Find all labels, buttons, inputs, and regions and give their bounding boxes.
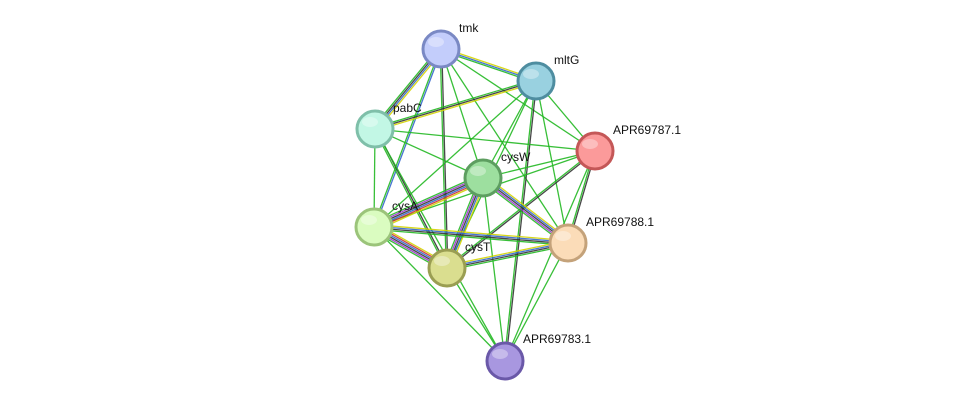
edge-evidence-line bbox=[374, 128, 506, 362]
node-circle[interactable] bbox=[355, 109, 395, 149]
node-circle[interactable] bbox=[354, 207, 394, 247]
node-gloss bbox=[555, 231, 571, 241]
node-gloss bbox=[428, 37, 444, 47]
node-label: cysT bbox=[465, 240, 491, 254]
edge-evidence-line bbox=[374, 80, 537, 130]
edge-evidence-line bbox=[504, 150, 596, 362]
node-circle[interactable] bbox=[463, 158, 503, 198]
edge-evidence-line bbox=[374, 128, 596, 152]
edge-apr69788-1-apr69783-1[interactable] bbox=[504, 242, 569, 362]
node-gloss bbox=[470, 166, 486, 176]
edge-evidence-line bbox=[440, 48, 484, 179]
node-label: cysW bbox=[501, 150, 531, 164]
node-gloss bbox=[523, 69, 539, 79]
edge-tmk-cysa[interactable] bbox=[372, 48, 443, 228]
node-circle[interactable] bbox=[427, 248, 467, 288]
node-apr69783-1[interactable]: APR69783.1 bbox=[485, 332, 591, 381]
edge-pabc-apr69787-1[interactable] bbox=[374, 128, 596, 152]
node-label: mltG bbox=[554, 53, 579, 67]
node-apr69787-1[interactable]: APR69787.1 bbox=[575, 123, 681, 171]
edge-cysw-cysa[interactable] bbox=[372, 173, 485, 232]
edge-mltg-pabc[interactable] bbox=[374, 78, 537, 132]
node-mltg[interactable]: mltG bbox=[516, 53, 579, 101]
edge-evidence-line bbox=[375, 181, 485, 232]
edge-cysw-apr69783-1[interactable] bbox=[482, 177, 506, 362]
edge-evidence-line bbox=[441, 48, 449, 268]
node-label: cysA bbox=[392, 199, 418, 213]
edge-evidence-line bbox=[504, 242, 569, 362]
edge-evidence-line bbox=[373, 80, 537, 228]
edge-evidence-line bbox=[374, 225, 569, 243]
edge-evidence-line bbox=[374, 179, 485, 230]
edge-tmk-cysw[interactable] bbox=[440, 48, 484, 179]
edge-evidence-line bbox=[447, 244, 569, 271]
node-apr69788-1[interactable]: APR69788.1 bbox=[548, 215, 654, 263]
edge-evidence-line bbox=[373, 129, 447, 269]
node-gloss bbox=[434, 256, 450, 266]
edge-evidence-line bbox=[374, 78, 536, 129]
node-cyst[interactable]: cysT bbox=[427, 240, 491, 288]
nodes-layer: tmk mltG pabC APR69787.1 cysW cysA APR69788.1 c… bbox=[354, 21, 681, 381]
edge-cysa-apr69783-1[interactable] bbox=[373, 226, 506, 362]
edge-evidence-line bbox=[374, 223, 569, 242]
edge-evidence-line bbox=[446, 241, 568, 268]
node-tmk[interactable]: tmk bbox=[421, 21, 479, 69]
node-gloss bbox=[362, 117, 378, 127]
node-pabc[interactable]: pabC bbox=[355, 101, 422, 149]
edge-evidence-line bbox=[374, 128, 484, 179]
edge-cysa-apr69788-1[interactable] bbox=[373, 223, 569, 247]
edge-evidence-line bbox=[482, 177, 506, 362]
edge-evidence-line bbox=[373, 228, 568, 247]
edge-mltg-cysa[interactable] bbox=[373, 80, 537, 228]
node-gloss bbox=[361, 215, 377, 225]
node-cysa[interactable]: cysA bbox=[354, 199, 418, 247]
node-label: APR69788.1 bbox=[586, 215, 654, 229]
node-circle[interactable] bbox=[575, 131, 615, 171]
edge-cyst-apr69788-1[interactable] bbox=[446, 240, 569, 271]
edge-evidence-line bbox=[503, 80, 536, 361]
node-cysw[interactable]: cysW bbox=[463, 150, 531, 198]
edge-evidence-line bbox=[374, 178, 484, 229]
edge-evidence-line bbox=[373, 227, 568, 245]
edge-tmk-apr69787-1[interactable] bbox=[440, 48, 596, 152]
node-circle[interactable] bbox=[485, 341, 525, 381]
node-label: APR69787.1 bbox=[613, 123, 681, 137]
edge-evidence-line bbox=[373, 176, 483, 227]
edge-apr69787-1-apr69783-1[interactable] bbox=[504, 150, 596, 362]
edge-mltg-apr69783-1[interactable] bbox=[503, 80, 538, 362]
edge-evidence-line bbox=[372, 173, 482, 224]
node-label: tmk bbox=[459, 21, 479, 35]
edge-pabc-cysw[interactable] bbox=[374, 128, 484, 179]
node-circle[interactable] bbox=[421, 29, 461, 69]
node-gloss bbox=[492, 349, 508, 359]
edge-evidence-line bbox=[372, 175, 483, 226]
edge-evidence-line bbox=[374, 49, 443, 228]
edge-evidence-line bbox=[372, 48, 441, 227]
node-circle[interactable] bbox=[548, 223, 588, 263]
edge-pabc-apr69783-1[interactable] bbox=[374, 128, 506, 362]
edge-evidence-line bbox=[505, 81, 538, 362]
edge-evidence-line bbox=[375, 81, 537, 132]
edge-evidence-line bbox=[447, 243, 569, 270]
edge-evidence-line bbox=[373, 226, 506, 362]
node-gloss bbox=[582, 139, 598, 149]
node-circle[interactable] bbox=[516, 61, 556, 101]
edge-evidence-line bbox=[440, 48, 596, 152]
node-label: pabC bbox=[393, 101, 422, 115]
node-label: APR69783.1 bbox=[523, 332, 591, 346]
edge-evidence-line bbox=[446, 240, 568, 267]
